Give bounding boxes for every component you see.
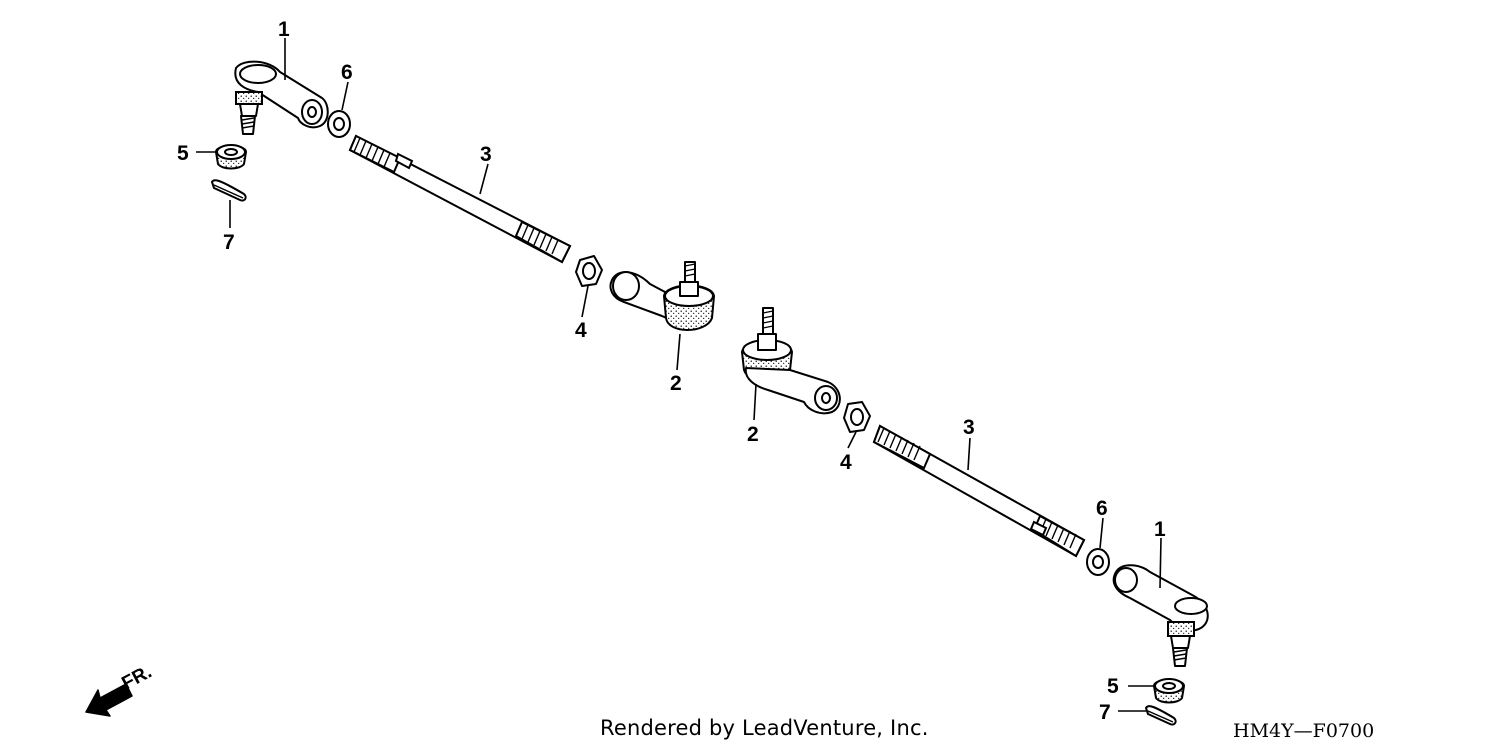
inner-tie-rod-end-left[interactable] bbox=[609, 261, 716, 331]
leader-lines bbox=[196, 38, 1162, 712]
lock-nut-right[interactable] bbox=[843, 401, 871, 433]
callout-tie-rod-left: 3 bbox=[480, 143, 492, 166]
cotter-pin-left[interactable] bbox=[211, 179, 247, 202]
cotter-pin-right[interactable] bbox=[1145, 705, 1177, 726]
castle-nut-right[interactable] bbox=[1152, 678, 1186, 704]
tie-rod-left[interactable] bbox=[348, 134, 572, 264]
tie-rod-right[interactable] bbox=[872, 424, 1086, 558]
diagram-code: HM4Y—F0700 bbox=[1233, 720, 1375, 742]
castle-nut-left[interactable] bbox=[214, 144, 248, 170]
front-direction-marker: FR. bbox=[85, 662, 155, 717]
callout-lock-nut-right: 4 bbox=[840, 451, 852, 474]
callout-cotter-pin-left: 7 bbox=[223, 231, 235, 254]
callout-inner-tie-rod-end-right: 2 bbox=[747, 423, 759, 446]
thin-nut-left[interactable] bbox=[327, 110, 351, 138]
callout-inner-tie-rod-end-left: 2 bbox=[670, 372, 682, 395]
callout-tie-rod-right: 3 bbox=[963, 416, 975, 439]
rendered-by-credit: Rendered by LeadVenture, Inc. bbox=[600, 716, 929, 740]
callout-outer-tie-rod-end-right: 1 bbox=[1154, 518, 1166, 541]
callout-cotter-pin-right: 7 bbox=[1099, 701, 1111, 724]
callout-thin-nut-right: 6 bbox=[1096, 497, 1108, 520]
callout-castle-nut-right: 5 bbox=[1107, 675, 1119, 698]
outer-tie-rod-end-left[interactable] bbox=[234, 60, 329, 135]
thin-nut-right[interactable] bbox=[1086, 548, 1110, 576]
callout-lock-nut-left: 4 bbox=[575, 319, 587, 342]
inner-tie-rod-end-right[interactable] bbox=[740, 307, 841, 415]
callout-castle-nut-left: 5 bbox=[177, 142, 189, 165]
callout-outer-tie-rod-end-left: 1 bbox=[278, 18, 290, 41]
front-arrow-icon bbox=[85, 683, 133, 717]
outer-tie-rod-end-right[interactable] bbox=[1112, 564, 1209, 667]
callout-thin-nut-left: 6 bbox=[341, 61, 353, 84]
lock-nut-left[interactable] bbox=[575, 255, 603, 287]
